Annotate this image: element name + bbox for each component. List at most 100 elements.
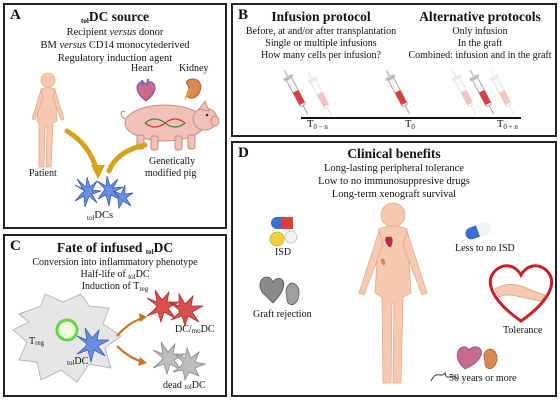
dead-a: dead (163, 380, 185, 391)
alt-line-1: Only infusion (452, 26, 508, 37)
t-plus-main: T (497, 119, 504, 130)
patient-figure-icon (31, 72, 65, 168)
panel-a-line-1-c: donor (136, 27, 164, 38)
panel-c-illustration (12, 289, 207, 383)
kidney-label: Kidney (179, 63, 209, 74)
dead-sub: tol (184, 383, 192, 391)
treg-main: T (29, 336, 36, 347)
heart-organ-icon (136, 78, 156, 102)
dead-dc-cluster-icon (152, 341, 207, 382)
infusion-line-1: Before, at and/or after transplantation (245, 26, 397, 37)
infusion-line-2: Single or multiple infusions (265, 38, 377, 49)
panel-c-fate-of-dc: C Fate of infused tolDC Conversion into … (3, 234, 227, 397)
t0-sub: 0 (411, 123, 415, 131)
panel-c-line-1: Conversion into inflammatory phenotype (32, 257, 198, 268)
panel-a-line-2-b: versus (59, 40, 87, 51)
panel-b-letter: B (238, 7, 249, 23)
long-term-organs-icon (456, 346, 498, 370)
tol-dcs-label-sub: tol (87, 214, 95, 222)
t-plus-n-label: T0 + n (497, 119, 518, 131)
panel-d-illustration (259, 202, 554, 384)
treg-cell-icon (55, 318, 79, 342)
panel-a-arrows (64, 128, 148, 179)
panel-d-letter: D (238, 145, 249, 161)
pig-label-2: modified pig (145, 168, 197, 179)
benefit-line-1: Long-lasting peripheral tolerance (324, 163, 464, 174)
panel-a-line-2-c: CD14 monocytederived (86, 40, 190, 51)
to-dead-arrow-icon (116, 345, 144, 364)
recipient-heart-icon (385, 236, 393, 247)
treg-label: Treg (29, 336, 44, 347)
panel-c-line-3: Induction of Treg (5, 281, 225, 293)
panel-c-line-3-sub: reg (139, 285, 149, 293)
less-isd-label: Less to no ISD (455, 243, 515, 254)
signature-mark-icon (430, 371, 458, 382)
alt-line-2: In the graft (457, 38, 503, 49)
panel-a-line-3: Regulatory induction agent (57, 53, 173, 64)
dc-modc-label: DC/moDC (175, 324, 215, 335)
panel-c-title: Fate of infused tolDC (5, 240, 225, 256)
dc-modc-sub: mo (191, 327, 201, 335)
pig-icon (120, 99, 220, 151)
tol-dcs-label: tolDCs (87, 210, 113, 222)
t0-label: T0 (405, 119, 415, 131)
tol-dc-sub: tol (67, 359, 75, 367)
syringe-t-plus-faded-icon (448, 68, 480, 117)
panel-a-tol-dc-source: A tolDC source Recipient versus donor BM… (3, 3, 227, 229)
syringe-timeline (279, 67, 521, 119)
panel-b-protocols: B Infusion protocol Before, at and/or af… (231, 3, 557, 137)
panel-a-letter: A (10, 7, 21, 23)
panel-a-line-2: BM versus CD14 monocytederived (5, 40, 225, 51)
panel-c-line-2-a: Half-life of (80, 269, 129, 280)
t-minus-main: T (307, 119, 314, 130)
recipient-kidney-icon (380, 258, 386, 266)
dead-tol-dc-label: dead tolDC (163, 380, 206, 391)
panel-c-title-a: Fate of infused (56, 240, 146, 255)
dc-modc-a: DC/ (175, 324, 192, 335)
t-minus-n-label: T0 − n (307, 119, 328, 131)
panel-a-title-main: DC source (88, 9, 149, 24)
panel-c-line-2-sub: tol (128, 273, 136, 281)
kidney-organ-icon (184, 78, 202, 100)
to-inflammatory-arrow-icon (116, 316, 144, 337)
tol-dc-label: tolDC (67, 356, 88, 367)
graft-rejection-icon (259, 276, 300, 305)
tol-dc-main: DC (74, 356, 89, 367)
panel-c-letter: C (10, 238, 21, 254)
t0-main: T (405, 119, 412, 130)
panel-c-line-2-b: DC (135, 269, 150, 280)
panel-a-title-sub: tol (81, 17, 89, 25)
pig-to-cells-arrow-icon (106, 142, 148, 174)
tolerance-heart-icon (488, 264, 554, 323)
panel-a-line-1-a: Recipient (66, 27, 110, 38)
infusion-protocol-title: Infusion protocol (271, 9, 371, 24)
alternative-protocols-title: Alternative protocols (419, 9, 541, 24)
inflammatory-dc-cluster-icon (146, 289, 204, 328)
tol-dcs-label-main: DCs (94, 210, 114, 221)
infusion-line-3: How many cells per infusion? (261, 50, 381, 61)
panel-d-clinical-benefits: D Clinical benefits Long-lasting periphe… (231, 141, 557, 397)
isd-pills-icon (269, 217, 298, 247)
panel-a-line-2-a: BM (40, 40, 60, 51)
less-isd-pill-icon (465, 220, 493, 240)
panel-c-line-3-a: Induction of T (81, 281, 140, 292)
syringe-t-minus-faded-icon (304, 70, 336, 119)
alt-line-3: Combined: infusion and in the graft (408, 50, 552, 61)
isd-label: ISD (275, 247, 292, 258)
panel-a-line-1-b: versus (109, 27, 137, 38)
panel-c-title-sub: tol (145, 248, 154, 256)
panel-a-title: tolDC source (5, 9, 225, 25)
syringe-t0-icon (381, 67, 415, 118)
dead-b: DC (191, 380, 206, 391)
heart-label: Heart (131, 63, 154, 74)
benefit-line-3: Long-term xenograft survival (331, 189, 457, 200)
years-label: 50 years or more (449, 373, 517, 384)
benefit-line-2: Low to no immunosuppresive drugs (318, 176, 470, 187)
panel-a-line-1: Recipient versus donor (5, 27, 225, 38)
graft-rejection-label: Graft rejection (253, 309, 312, 320)
pig-label-1: Genetically (149, 156, 196, 167)
t-plus-sub: 0 + n (503, 123, 518, 131)
tol-dc-cell-icon (76, 327, 110, 363)
treg-sub: reg (35, 339, 45, 347)
syringe-t-minus-icon (279, 67, 313, 118)
